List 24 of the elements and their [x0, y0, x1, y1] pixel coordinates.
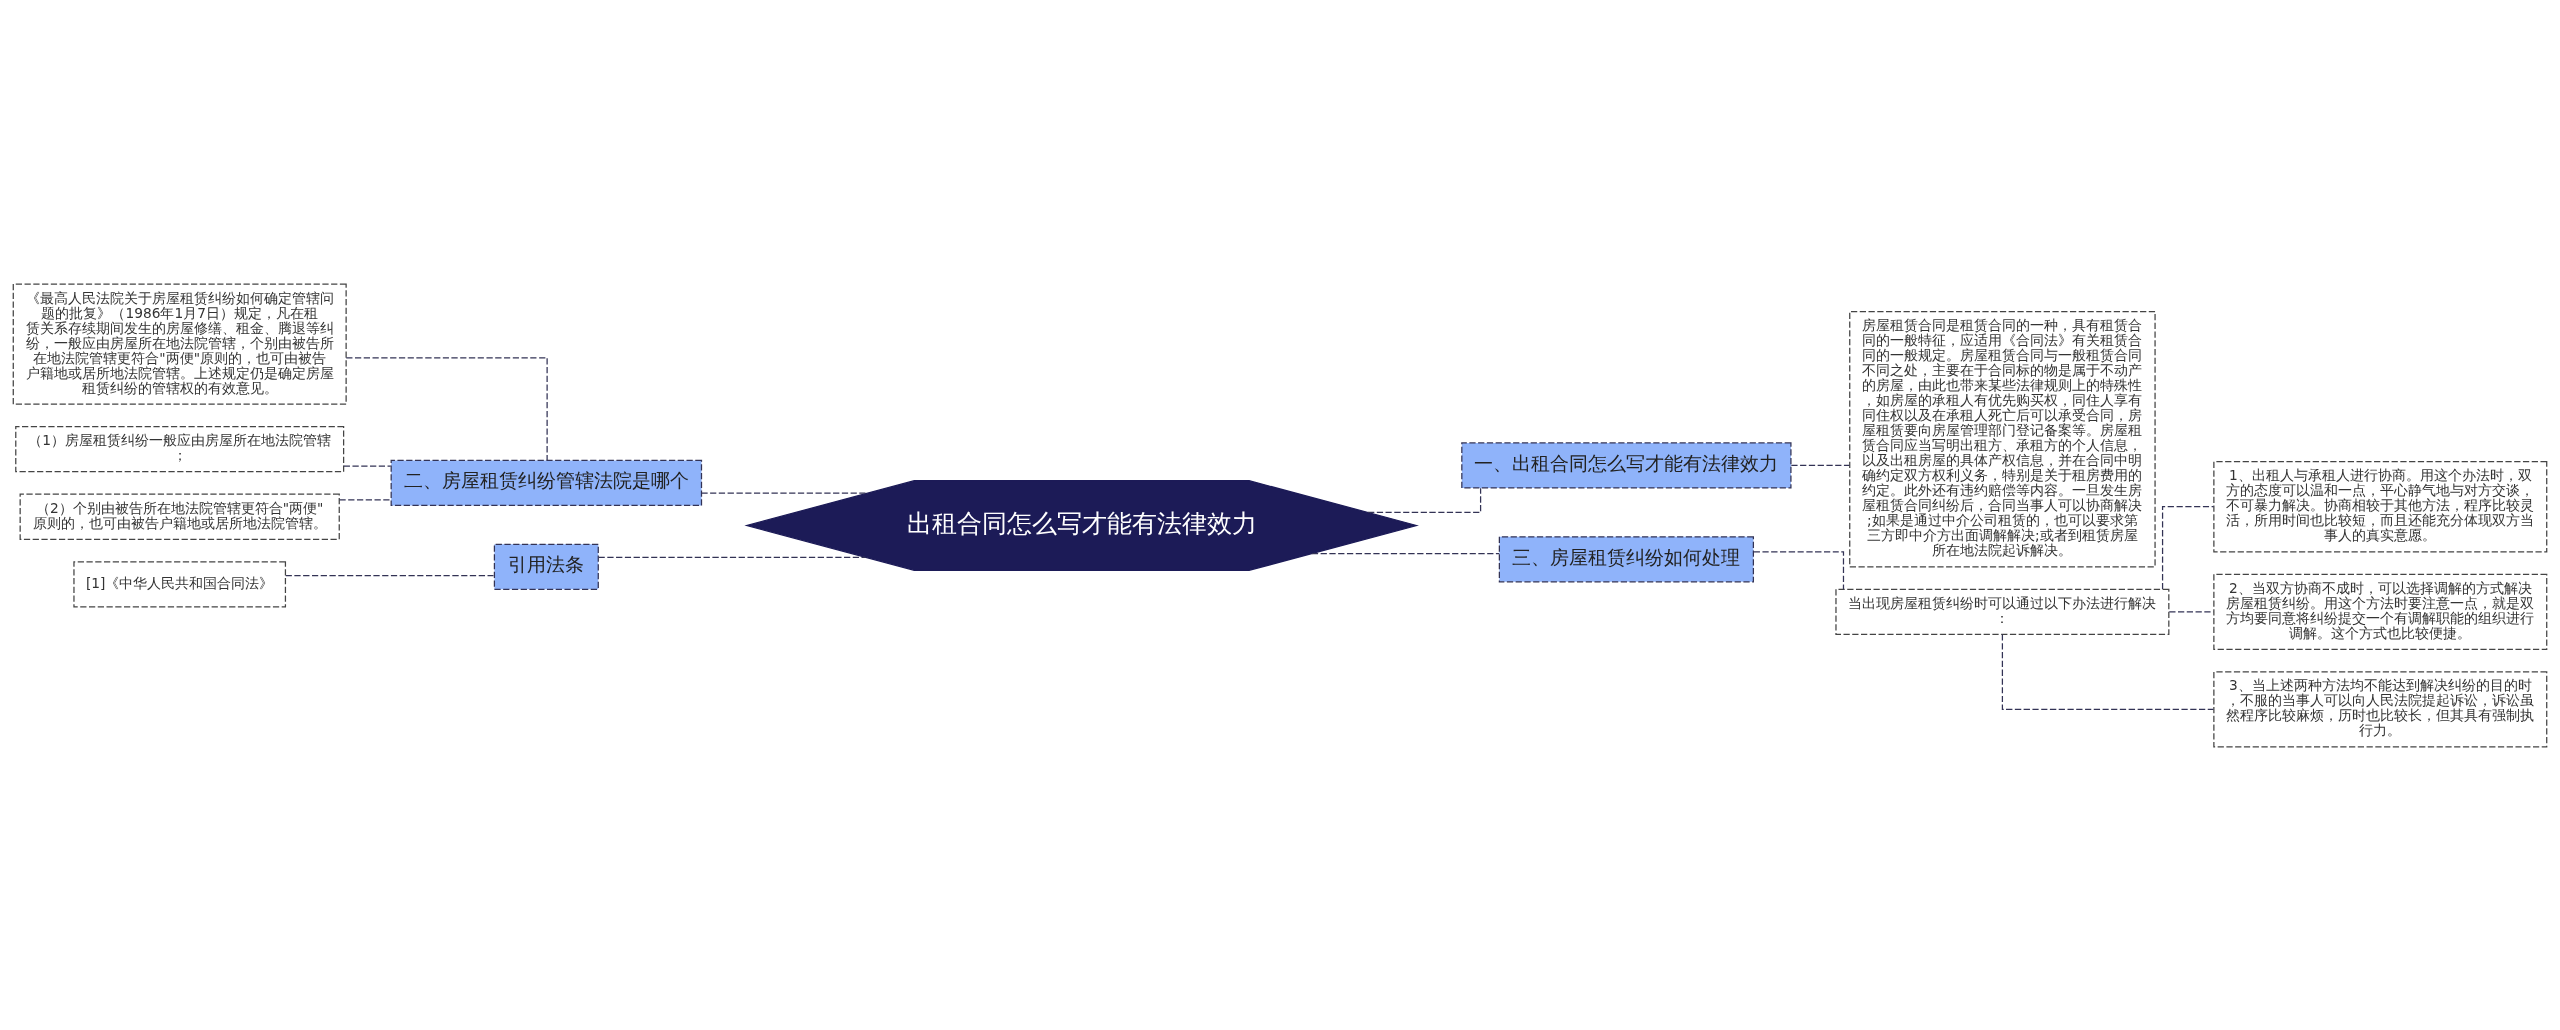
connector: [2168, 610, 2214, 612]
node-box: 当出现房屋租赁纠纷时可以通过以下办法进行解决：: [1835, 588, 2170, 635]
node-box: [1]《中华人民共和国合同法》: [73, 560, 287, 607]
node-box: 引用法条: [493, 543, 599, 590]
connector: [343, 464, 392, 467]
connector: [2161, 505, 2215, 590]
node-box: 3、当上述两种方法均不能达到解决纠纷的目的时，不服的当事人可以向人民法院提起诉讼，诉讼虽然程序比较麻烦，历时也比较长，但其具有强制执行力。: [2213, 670, 2548, 748]
node-box: 二、房屋租赁纠纷管辖法院是哪个: [390, 459, 703, 506]
connector: [1790, 464, 1851, 466]
node-box: 2、当双方协商不成时，可以选择调解的方式解决房屋租赁纠纷。用这个方法时要注意一点，就是双方均要同意将纠纷提交一个有调解职能的组织进行调解。这个方式也比较便捷。: [2213, 573, 2548, 650]
node-box: 一、出租合同怎么写才能有法律效力: [1461, 441, 1792, 489]
connector: [1753, 550, 1845, 590]
connector: [1311, 552, 1500, 554]
node-box: 1、出租人与承租人进行协商。用这个办法时，双方的态度可以温和一点，平心静气地与对方交谈，不可暴力解决。协商相较于其他方法，程序比较灵活，所用时间也比较短，而且还能充分体现双方当事人的真实意愿。: [2213, 460, 2548, 552]
connector: [2001, 633, 2215, 710]
node-box: （2）个别由被告所在地法院管辖更符合"两便"原则的，也可由被告户籍地或居所地法院管辖。: [19, 493, 340, 540]
connector: [285, 574, 495, 576]
node-box: （1）房屋租赁纠纷一般应由房屋所在地法院管辖；: [15, 425, 345, 472]
connector: [338, 498, 392, 500]
connector: [700, 491, 869, 494]
node-box: 《最高人民法院关于房屋租赁纠纷如何确定管辖问题的批复》（1986年1月7日）规定，凡在租赁关系存续期间发生的房屋修缮、租金、腾退等纠纷，一般应由房屋所在地法院管辖，个别由被告所在地法院管辖更符合"两便"原则的，也可由被告户籍地或居所地法院管辖。上述规定仍是确定房屋租赁纠纷的管辖权的有效意见。: [12, 282, 347, 405]
node-box: 房屋租赁合同是租赁合同的一种，具有租赁合同的一般特征，应适用《合同法》有关租赁合同的一般规定。房屋租赁合同与一般租赁合同不同之处，主要在于合同标的物是属于不动产的房屋，由此也带来某些法律规则上的特殊性，如房屋的承租人有优先购买权，同住人享有同住权以及在承租人死亡后可以承受合同，房屋租赁要向房屋管理部门登记备案等。房屋租赁合同应当写明出租方、承租方的个人信息，以及出租房屋的具体产权信息，并在合同中明确约定双方权利义务，特别是关于租房费用的约定。此外还有违约赔偿等内容。一旦发生房屋租赁合同纠纷后，合同当事人可以协商解决;如果是通过中介公司租赁的，也可以要求第三方即中介方出面调解解决;或者到租赁房屋所在地法院起诉解决。: [1849, 310, 2156, 567]
node-box: 三、房屋租赁纠纷如何处理: [1498, 535, 1754, 582]
connector: [345, 356, 548, 461]
